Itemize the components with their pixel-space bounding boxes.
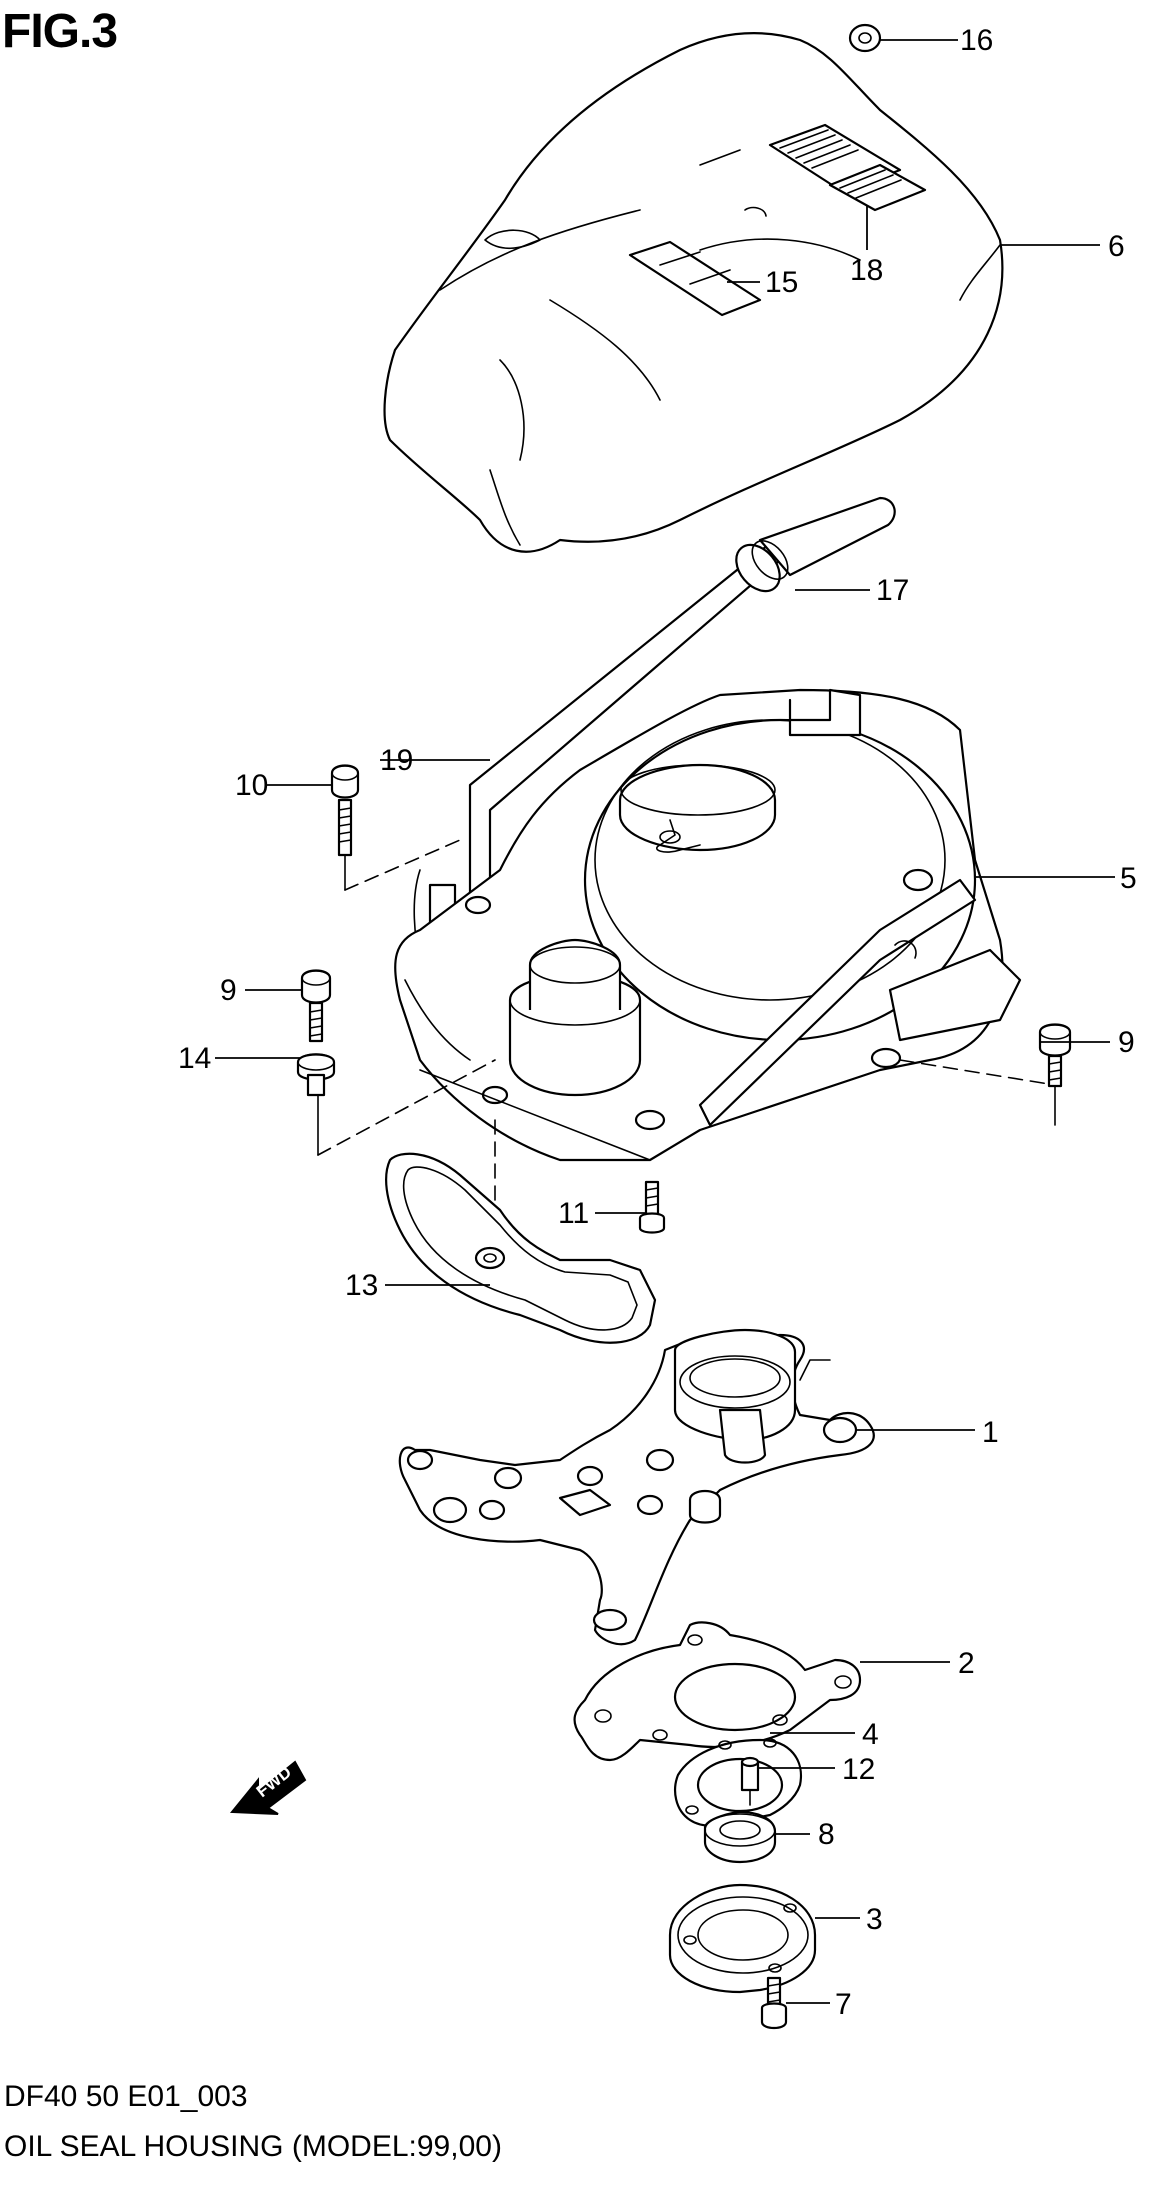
part-2-gasket[interactable] <box>573 1621 862 1762</box>
callout-14: 14 <box>178 1042 211 1075</box>
part-14-collar[interactable] <box>296 1053 336 1097</box>
part-13-gasket[interactable] <box>385 1152 657 1344</box>
callout-10: 10 <box>235 769 268 802</box>
part-1-plate[interactable] <box>398 1328 875 1646</box>
diagram-code: DF40 50 E01_003 <box>4 2080 248 2113</box>
callout-16: 16 <box>960 24 993 57</box>
part-11-bolt[interactable] <box>638 1180 666 1234</box>
diagram-title: OIL SEAL HOUSING (MODEL:99,00) <box>4 2130 502 2163</box>
part-7-bolt[interactable] <box>760 1976 788 2030</box>
callout-8: 8 <box>818 1818 835 1851</box>
callout-9-left: 9 <box>220 974 237 1007</box>
callout-4: 4 <box>862 1718 879 1751</box>
callout-17: 17 <box>876 574 909 607</box>
callout-13: 13 <box>345 1269 378 1302</box>
part-4-gasket[interactable] <box>674 1738 803 1827</box>
part-5-housing[interactable] <box>394 688 1022 1162</box>
part-17-clamp[interactable] <box>727 534 794 599</box>
part-3-seal-housing[interactable] <box>668 1883 817 1994</box>
callout-7: 7 <box>835 1988 852 2021</box>
callout-11: 11 <box>558 1197 589 1230</box>
fwd-direction-arrow: FWD <box>229 1760 307 1815</box>
part-9-bolt-left[interactable] <box>300 969 332 1043</box>
callout-2: 2 <box>958 1647 975 1680</box>
callout-12: 12 <box>842 1753 875 1786</box>
callout-15: 15 <box>765 266 798 299</box>
callout-5: 5 <box>1120 862 1137 895</box>
part-15-decal[interactable] <box>628 240 762 317</box>
callout-6: 6 <box>1108 230 1125 263</box>
part-12-pin[interactable] <box>740 1756 760 1806</box>
callout-19: 19 <box>380 744 413 777</box>
part-16-grommet[interactable] <box>848 23 882 53</box>
callout-3: 3 <box>866 1903 883 1936</box>
figure-title: FIG.3 <box>2 5 118 58</box>
part-18-label[interactable] <box>768 123 927 212</box>
part-10-bolt[interactable] <box>330 764 360 857</box>
callout-9-right: 9 <box>1118 1026 1135 1059</box>
callout-1: 1 <box>982 1416 999 1449</box>
callout-18: 18 <box>850 254 883 287</box>
part-9-bolt-right[interactable] <box>1038 1023 1072 1088</box>
part-8-oil-seal[interactable] <box>703 1810 777 1864</box>
